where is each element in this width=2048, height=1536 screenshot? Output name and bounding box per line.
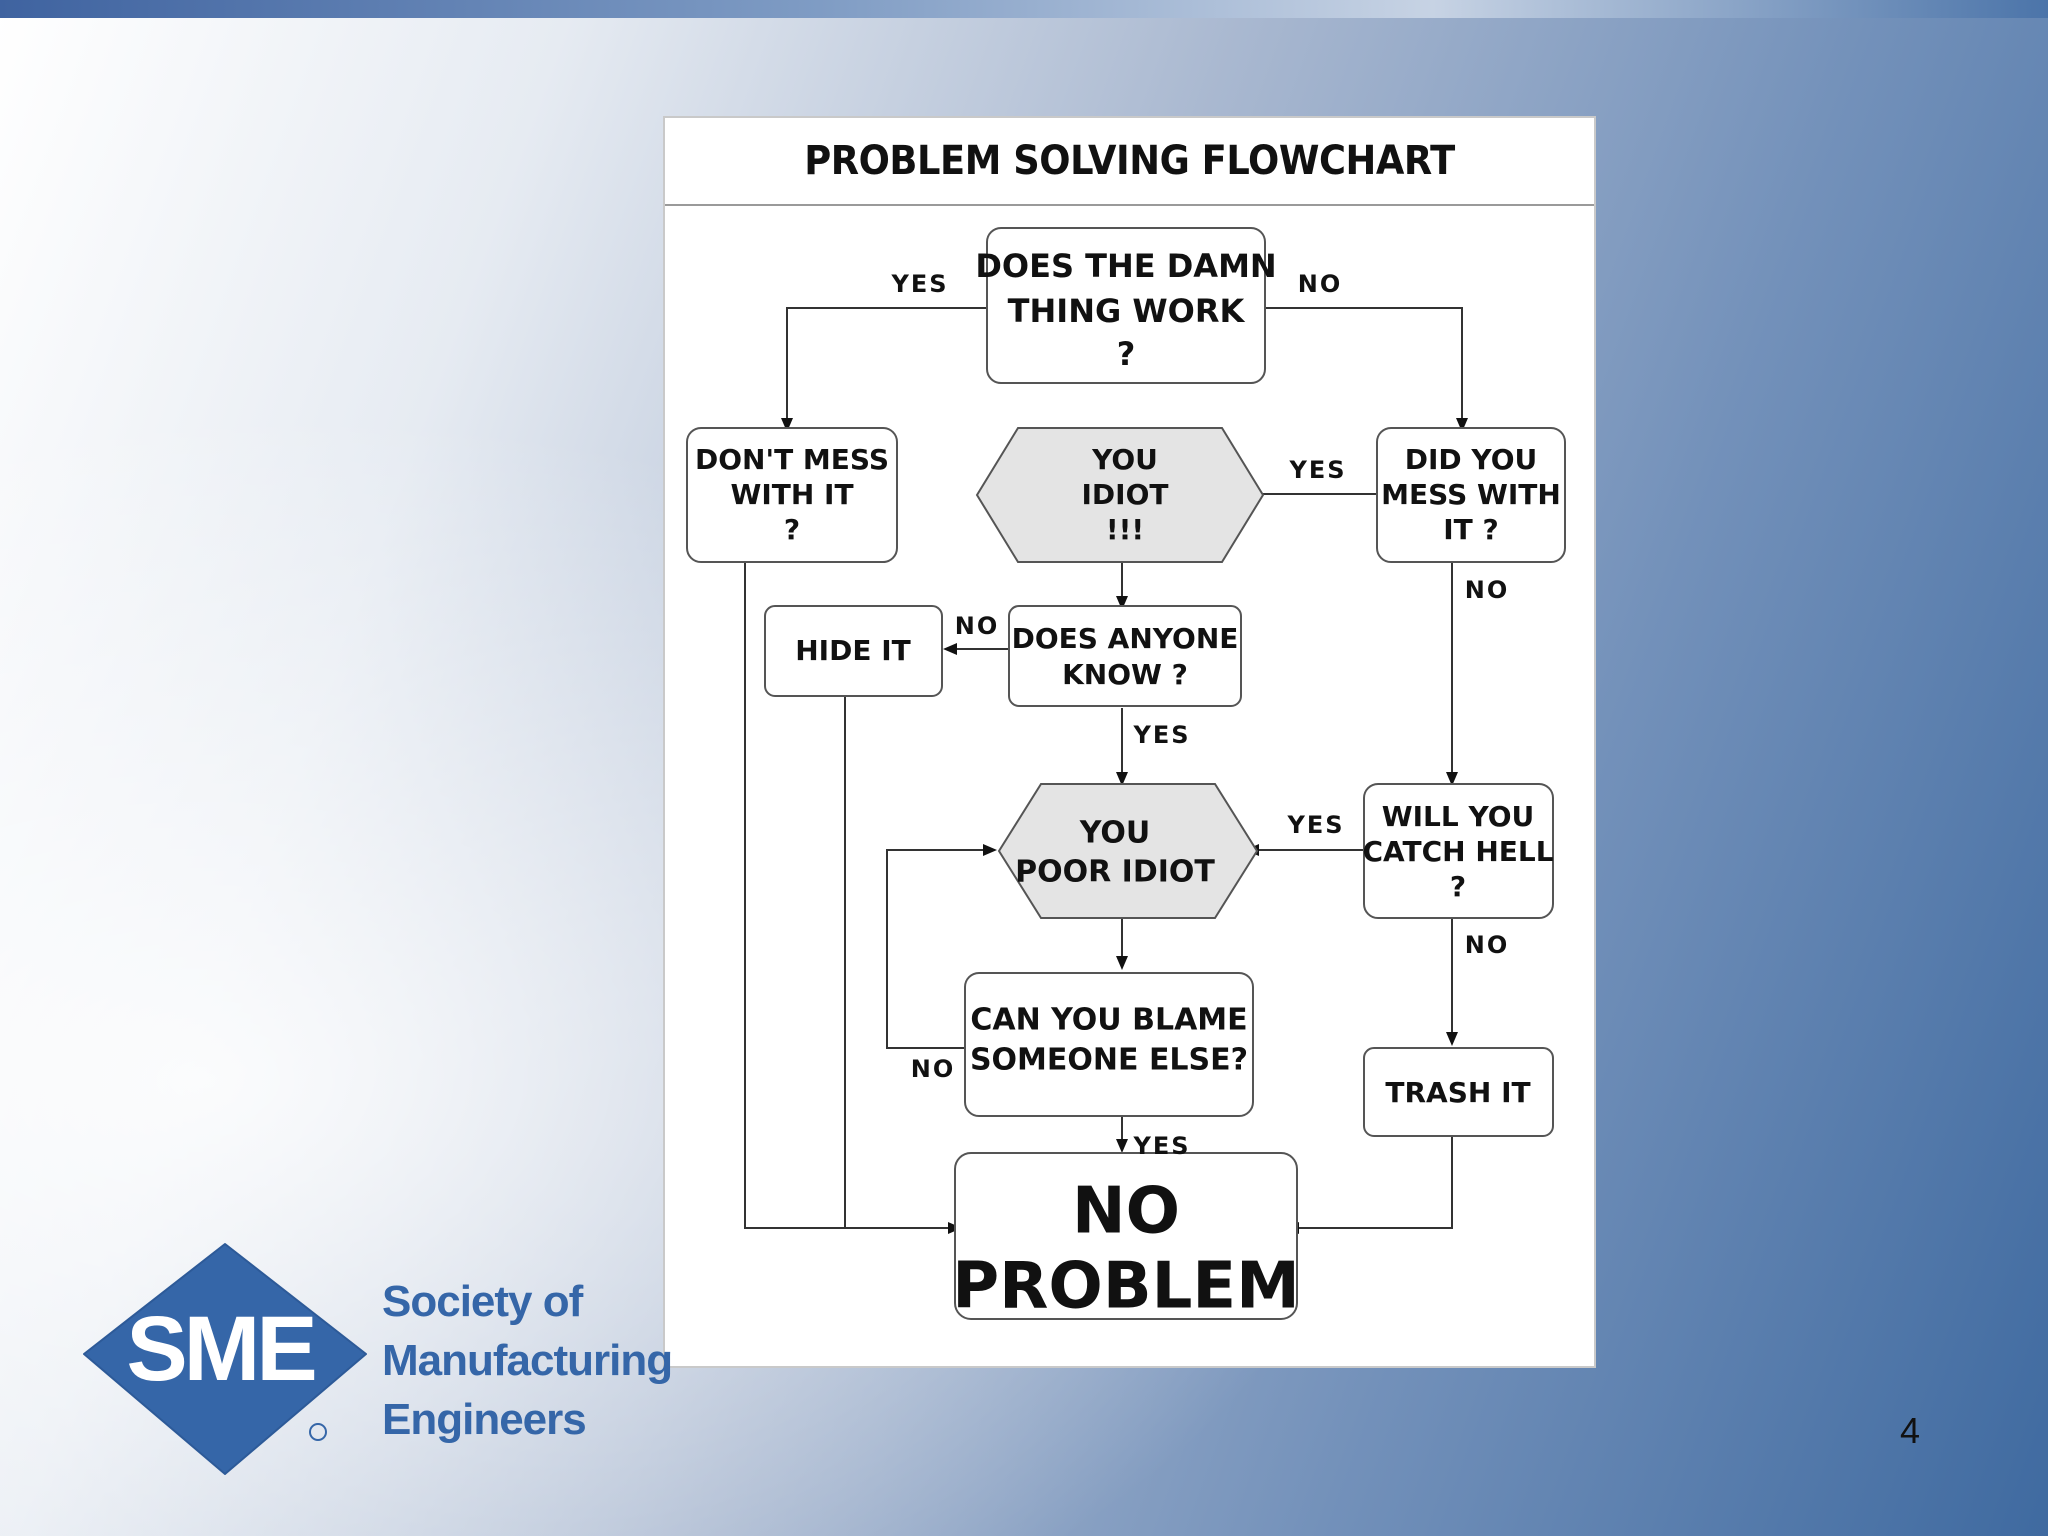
svg-text:?: ?: [1117, 335, 1136, 373]
svg-text:CATCH HELL: CATCH HELL: [1362, 835, 1553, 868]
node-does-it-work: DOES THE DAMN THING WORK ?: [975, 227, 1277, 384]
arrow-to-blame: [1116, 956, 1128, 970]
svg-text:TRASH IT: TRASH IT: [1385, 1076, 1530, 1109]
svg-text:MESS WITH: MESS WITH: [1381, 478, 1561, 511]
node-catch-hell: WILL YOU CATCH HELL ?: [1362, 783, 1554, 919]
label-blame-yes: YES: [1132, 1132, 1190, 1160]
svg-text:?: ?: [784, 513, 800, 546]
sme-logo-name: Society of Manufacturing Engineers: [382, 1272, 673, 1449]
svg-text:?: ?: [1450, 870, 1466, 903]
node-dont-mess: DON'T MESS WITH IT ?: [686, 427, 898, 563]
label-hell-no: NO: [1465, 931, 1510, 959]
svg-text:YOU: YOU: [1079, 816, 1151, 851]
edge-work-no: [1265, 307, 1463, 418]
top-band: [0, 0, 2048, 18]
svg-text:HIDE IT: HIDE IT: [795, 634, 911, 667]
edge-labels: YES NO YES NO NO YES YES NO NO YES: [890, 270, 1510, 1160]
flowchart-image: PROBLEM SOLVING FLOWCHART: [663, 116, 1596, 1368]
logo-name-line-3: Engineers: [382, 1395, 587, 1444]
svg-text:THING WORK: THING WORK: [1008, 292, 1246, 330]
label-mess-yes: YES: [1288, 456, 1346, 484]
label-mess-no: NO: [1465, 576, 1510, 604]
sme-logo-mark: SME: [126, 1298, 314, 1400]
arrow-to-pooridiot: [1116, 772, 1128, 786]
node-blame-someone: CAN YOU BLAME SOMEONE ELSE?: [964, 972, 1254, 1117]
node-does-anyone-know: DOES ANYONE KNOW ?: [1008, 605, 1242, 707]
edge-trash-noproblem: [1297, 1136, 1453, 1229]
flowchart-diagram: DOES THE DAMN THING WORK ? DON'T MESS WI…: [686, 227, 1566, 1324]
edge-dontmess-noproblem: [744, 562, 950, 1229]
label-work-no: NO: [1298, 270, 1343, 298]
label-work-yes: YES: [890, 270, 948, 298]
svg-text:DID YOU: DID YOU: [1405, 443, 1537, 476]
flowchart-frame: [665, 204, 1594, 1366]
node-you-idiot: YOU IDIOT !!!: [975, 427, 1265, 563]
arrow-to-hideit: [943, 643, 957, 655]
svg-text:DOES THE DAMN: DOES THE DAMN: [975, 247, 1276, 285]
arrow-to-catchhell: [1446, 772, 1458, 786]
flowchart-title: PROBLEM SOLVING FLOWCHART: [804, 138, 1455, 184]
svg-text:POOR IDIOT: POOR IDIOT: [1015, 855, 1215, 890]
node-you-poor-idiot: YOU POOR IDIOT: [997, 783, 1259, 919]
arrow-to-dontmess: [781, 418, 793, 432]
label-hell-yes: YES: [1286, 811, 1344, 839]
page-number: 4: [1899, 1410, 1921, 1451]
logo-name-line-1: Society of: [382, 1277, 583, 1326]
sme-logo-icon: SME: [83, 1243, 367, 1475]
node-hide-it: HIDE IT: [764, 605, 943, 697]
node-no-problem: NO PROBLEM: [952, 1152, 1300, 1324]
arrow-to-trashit: [1446, 1032, 1458, 1046]
svg-text:WITH IT: WITH IT: [730, 478, 853, 511]
svg-text:IDIOT: IDIOT: [1082, 478, 1169, 511]
logo-name-line-2: Manufacturing: [382, 1336, 673, 1385]
label-know-yes: YES: [1132, 721, 1190, 749]
arrow-to-didyoumess: [1456, 418, 1468, 432]
svg-text:WILL YOU: WILL YOU: [1382, 800, 1535, 833]
svg-text:!!!: !!!: [1106, 513, 1144, 546]
node-did-you-mess: DID YOU MESS WITH IT ?: [1376, 427, 1566, 563]
svg-text:DOES ANYONE: DOES ANYONE: [1012, 622, 1239, 655]
arrow-blame-loop: [983, 844, 997, 856]
svg-text:NO: NO: [1072, 1175, 1180, 1249]
svg-text:KNOW ?: KNOW ?: [1062, 658, 1188, 691]
label-blame-no: NO: [911, 1055, 956, 1083]
svg-text:IT ?: IT ?: [1443, 513, 1499, 546]
edge-work-yes: [786, 307, 987, 418]
svg-text:CAN YOU BLAME: CAN YOU BLAME: [970, 1003, 1247, 1038]
svg-text:YOU: YOU: [1091, 443, 1158, 476]
edge-blame-no: [886, 849, 985, 1049]
svg-text:DON'T MESS: DON'T MESS: [695, 443, 889, 476]
svg-text:SOMEONE ELSE?: SOMEONE ELSE?: [970, 1043, 1248, 1078]
arrow-to-noproblem-top: [1116, 1139, 1128, 1153]
arrow-to-doesanyoneknow: [1116, 596, 1128, 610]
node-trash-it: TRASH IT: [1363, 1047, 1554, 1137]
label-know-no: NO: [955, 612, 1000, 640]
svg-text:PROBLEM: PROBLEM: [952, 1250, 1300, 1324]
